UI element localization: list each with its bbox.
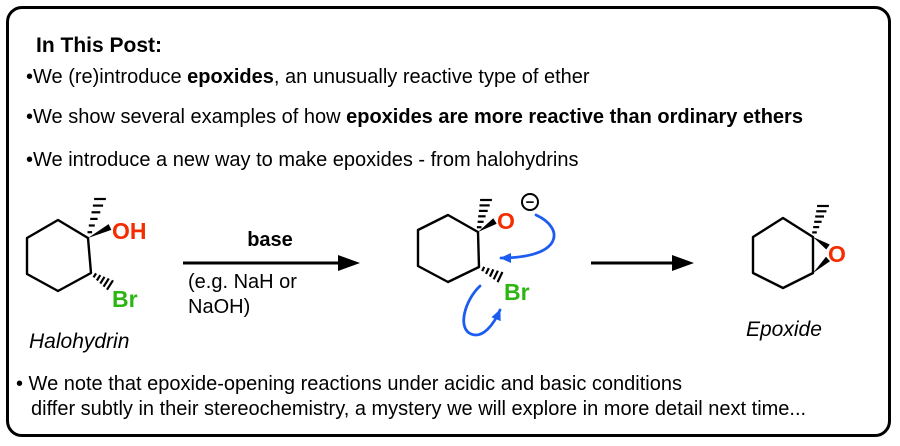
methyl-hash-wedge xyxy=(476,198,492,229)
br-hash-wedge xyxy=(481,266,504,283)
footnote-line-2: differ subtly in their stereochemistry, … xyxy=(31,398,807,420)
page-title: In This Post: xyxy=(36,34,162,57)
epoxide-top-bold-wedge xyxy=(813,237,830,250)
br-hash-wedge xyxy=(92,272,114,291)
bullet-2-text: •We show several examples of how xyxy=(26,106,347,128)
base-condition-label: base xyxy=(247,229,293,251)
curved-arrow-o-attacks-carbon xyxy=(499,213,556,263)
epoxide-bottom-bold-wedge xyxy=(813,256,830,273)
alkoxide-bold-wedge xyxy=(478,218,497,232)
epoxide-caption: Epoxide xyxy=(746,318,822,341)
halohydrin-caption: Halohydrin xyxy=(29,330,130,353)
cyclohexane-ring xyxy=(25,218,93,293)
border-frame xyxy=(6,6,891,437)
cyclohexane-ring xyxy=(751,216,815,290)
reagent-line-1: (e.g. NaH or xyxy=(188,271,297,293)
reaction-arrow-1 xyxy=(183,255,360,271)
oh-label: OH xyxy=(112,218,147,244)
methyl-hash-wedge xyxy=(87,197,106,234)
bullet-reactivity: •We show several examples of how epoxide… xyxy=(26,106,803,129)
br-label: Br xyxy=(112,286,138,312)
bullet-1-tail: , an unusually reactive type of ether xyxy=(273,66,590,88)
alkoxide-intermediate-structure: O − Br xyxy=(416,193,556,337)
alkoxide-o-label: O xyxy=(497,208,515,234)
epoxide-structure: O xyxy=(751,204,846,290)
methyl-hash-wedge xyxy=(812,204,829,234)
bullet-halohydrins: •We introduce a new way to make epoxides… xyxy=(26,149,578,172)
epoxide-o-label: O xyxy=(828,241,846,267)
reagent-line-2: NaOH) xyxy=(188,296,251,318)
halohydrin-structure: OH Br xyxy=(25,197,147,312)
bullet-2-bold: epoxides are more reactive than ordinary… xyxy=(346,106,803,128)
negative-charge-icon xyxy=(521,193,539,211)
cyclohexane-ring xyxy=(416,213,481,284)
footnote-line-1: • We note that epoxide-opening reactions… xyxy=(16,373,682,395)
br-label: Br xyxy=(504,279,530,305)
reaction-arrow-2 xyxy=(591,255,694,271)
curved-arrow-br-leaves xyxy=(462,284,502,337)
bullet-1-text: •We (re)introduce xyxy=(26,66,188,88)
bullet-1-bold: epoxides xyxy=(187,66,274,88)
negative-charge-sign: − xyxy=(526,194,535,211)
oh-bold-wedge xyxy=(88,224,112,238)
bullet-3-text: •We introduce a new way to make epoxides… xyxy=(26,149,579,171)
bullet-intro-epoxides: •We (re)introduce epoxides, an unusually… xyxy=(26,66,590,89)
